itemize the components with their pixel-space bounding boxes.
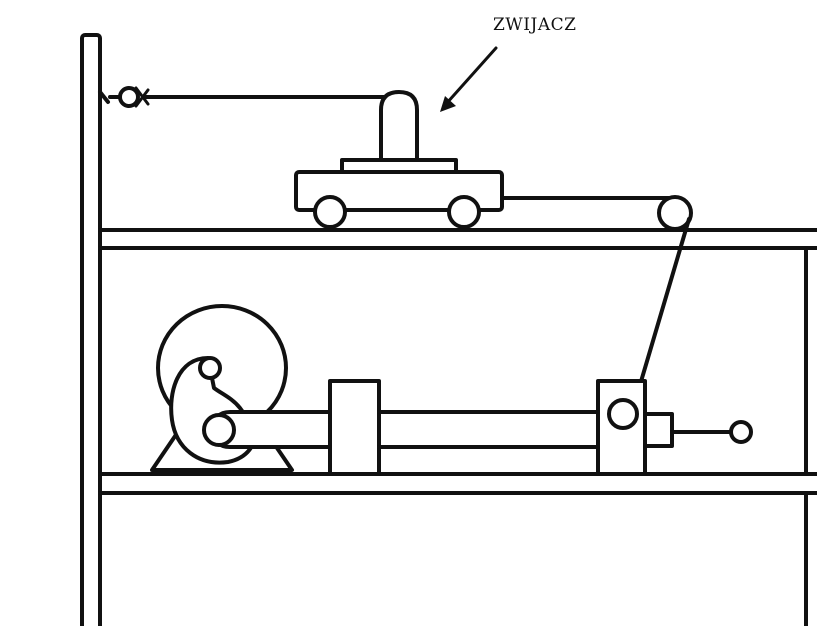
winder-dome [340,90,458,174]
bracket [643,412,674,448]
rod-knob [729,420,753,444]
slide-rails [377,410,600,449]
winder-leader-arrow [440,46,498,112]
pulley [657,195,693,231]
connecting-rod [202,410,332,449]
winder-label: ZWIJACZ [493,15,576,35]
hook-clip [98,86,150,108]
left-post [80,33,102,626]
carriage-body [294,170,504,212]
guide-block [328,379,381,476]
lower-shelf [98,472,817,495]
carriage-wheel-left [313,195,347,229]
upper-shelf [98,228,817,250]
carriage-wheel-right [447,195,481,229]
slider-pin [607,398,639,430]
